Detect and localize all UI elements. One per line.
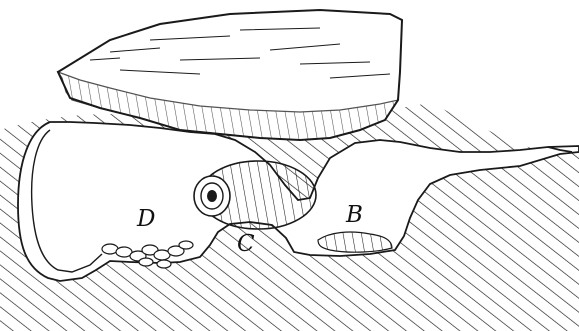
label-b: B: [346, 204, 363, 227]
label-d: D: [137, 208, 155, 231]
label-c: C: [237, 233, 255, 256]
